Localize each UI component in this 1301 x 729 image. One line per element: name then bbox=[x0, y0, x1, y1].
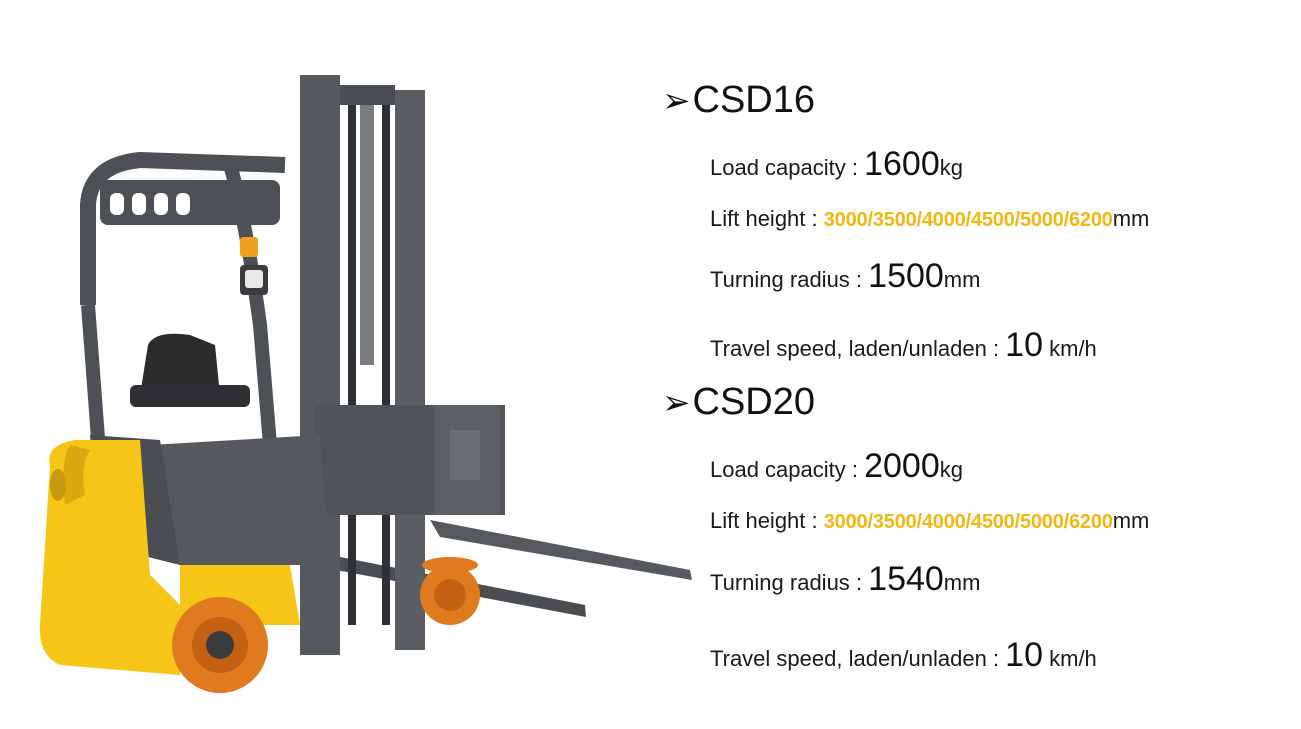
speed-value: 10 bbox=[1005, 636, 1043, 674]
spec-lift-height: Lift height : 3000/3500/4000/4500/5000/6… bbox=[710, 508, 1150, 533]
arrow-bullet-icon: ➢ bbox=[662, 82, 691, 120]
lift-value: 3000/3500/4000/4500/5000/6200 bbox=[823, 209, 1113, 231]
turn-value: 1500 bbox=[868, 257, 944, 295]
model-title-csd16: ➢CSD16 bbox=[662, 78, 815, 123]
spec-load-capacity: Load capacity : 1600kg bbox=[710, 145, 963, 183]
forklift-illustration bbox=[39, 75, 692, 693]
arrow-bullet-icon: ➢ bbox=[662, 384, 691, 422]
model-name: CSD16 bbox=[692, 79, 816, 121]
turn-value: 1540 bbox=[868, 560, 944, 598]
spec-turning-radius: Turning radius : 1500mm bbox=[710, 257, 981, 295]
speed-value: 10 bbox=[1005, 326, 1043, 364]
load-value: 2000 bbox=[864, 447, 940, 485]
spec-travel-speed: Travel speed, laden/unladen : 10 km/h bbox=[710, 636, 1097, 674]
model-title-csd20: ➢CSD20 bbox=[662, 380, 815, 425]
spec-turning-radius: Turning radius : 1540mm bbox=[710, 560, 981, 598]
model-name: CSD20 bbox=[692, 381, 816, 423]
spec-travel-speed: Travel speed, laden/unladen : 10 km/h bbox=[710, 326, 1097, 364]
spec-lift-height: Lift height : 3000/3500/4000/4500/5000/6… bbox=[710, 206, 1150, 231]
spec-load-capacity: Load capacity : 2000kg bbox=[710, 447, 963, 485]
lift-value: 3000/3500/4000/4500/5000/6200 bbox=[823, 511, 1113, 533]
load-value: 1600 bbox=[864, 145, 940, 183]
